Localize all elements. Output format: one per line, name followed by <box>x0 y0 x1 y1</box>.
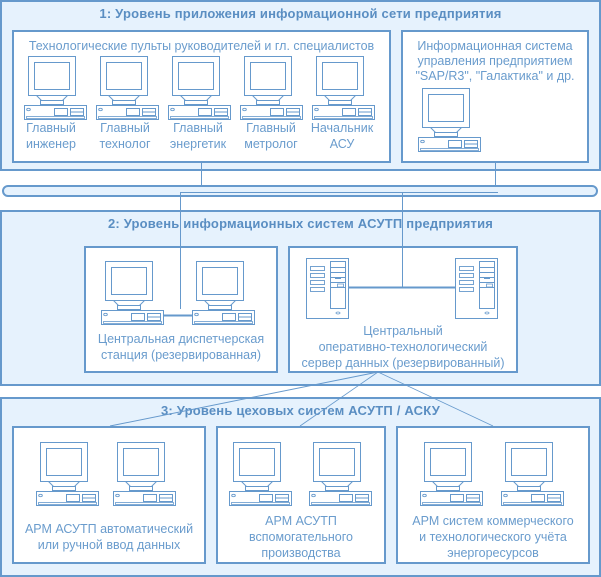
arm-auxiliary-label-3: производства <box>261 546 341 560</box>
ws-chief-technologist-label-1: Главный <box>100 121 150 135</box>
arm-energy-accounting-group: АРМ систем коммерческого и технологическ… <box>396 426 590 564</box>
arm-auxiliary-label-1: АРМ АСУТП <box>265 514 337 528</box>
ws-chief-metrologist-label-2: метролог <box>244 137 298 151</box>
arm-data-entry-label-2: или ручной ввод данных <box>37 538 181 552</box>
arm-auxiliary-group: АРМ АСУТП вспомогательного производства <box>216 426 386 564</box>
ws-chief-engineer-label-2: инженер <box>25 137 76 151</box>
level-3-title: 3: Уровень цеховых систем АСУТП / АСКУ <box>161 403 440 418</box>
arm-auxiliary-label-2: вспомогательного <box>249 530 353 544</box>
dispatch-station-label-2: станция (резервированная) <box>100 348 262 362</box>
dispatch-station-group: Центральная диспетчерская станция (резер… <box>84 246 278 373</box>
level-1-title: 1: Уровень приложения информационной сет… <box>99 6 502 21</box>
arm-energy-label-3: энергоресурсов <box>447 546 539 560</box>
erp-title-line1: Информационная система <box>417 39 573 53</box>
erp-title-line3: "SAP/R3", "Галактика" и др. <box>415 69 575 83</box>
arm-energy-label-1: АРМ систем коммерческого <box>412 514 574 528</box>
arm-data-entry-group: АРМ АСУТП автоматический или ручной ввод… <box>12 426 206 564</box>
ws-chief-metrologist-label-1: Главный <box>246 121 296 135</box>
ws-chief-power-engineer-label-2: энергетик <box>169 137 227 151</box>
ws-chief-engineer-label-1: Главный <box>26 121 76 135</box>
erp-system-group: Информационная система управления предпр… <box>401 30 589 163</box>
central-data-server-group: Центральный оперативно-технологический с… <box>288 246 518 373</box>
erp-title-line2: управления предприятием <box>417 54 573 68</box>
arm-energy-label-2: и технологического учёта <box>419 530 567 544</box>
ws-head-of-asu-label-1: Начальник <box>310 121 374 135</box>
central-server-label-2: оперативно-технологический <box>318 340 488 354</box>
ws-head-of-asu-label-2: АСУ <box>329 137 355 151</box>
central-server-label-3: сервер данных (резервированный) <box>301 356 505 370</box>
arm-data-entry-label-1: АРМ АСУТП автоматический <box>24 522 194 536</box>
central-server-label-1: Центральный <box>363 324 443 338</box>
network-bus <box>2 185 598 197</box>
level-2-title: 2: Уровень информационных систем АСУТП п… <box>107 216 494 231</box>
ws-chief-technologist-label-2: технолог <box>99 137 151 151</box>
ws-chief-power-engineer-label-1: Главный <box>173 121 223 135</box>
management-consoles-title: Технологические пульты руководителей и г… <box>28 39 375 53</box>
dispatch-station-label-1: Центральная диспетчерская <box>97 332 265 346</box>
